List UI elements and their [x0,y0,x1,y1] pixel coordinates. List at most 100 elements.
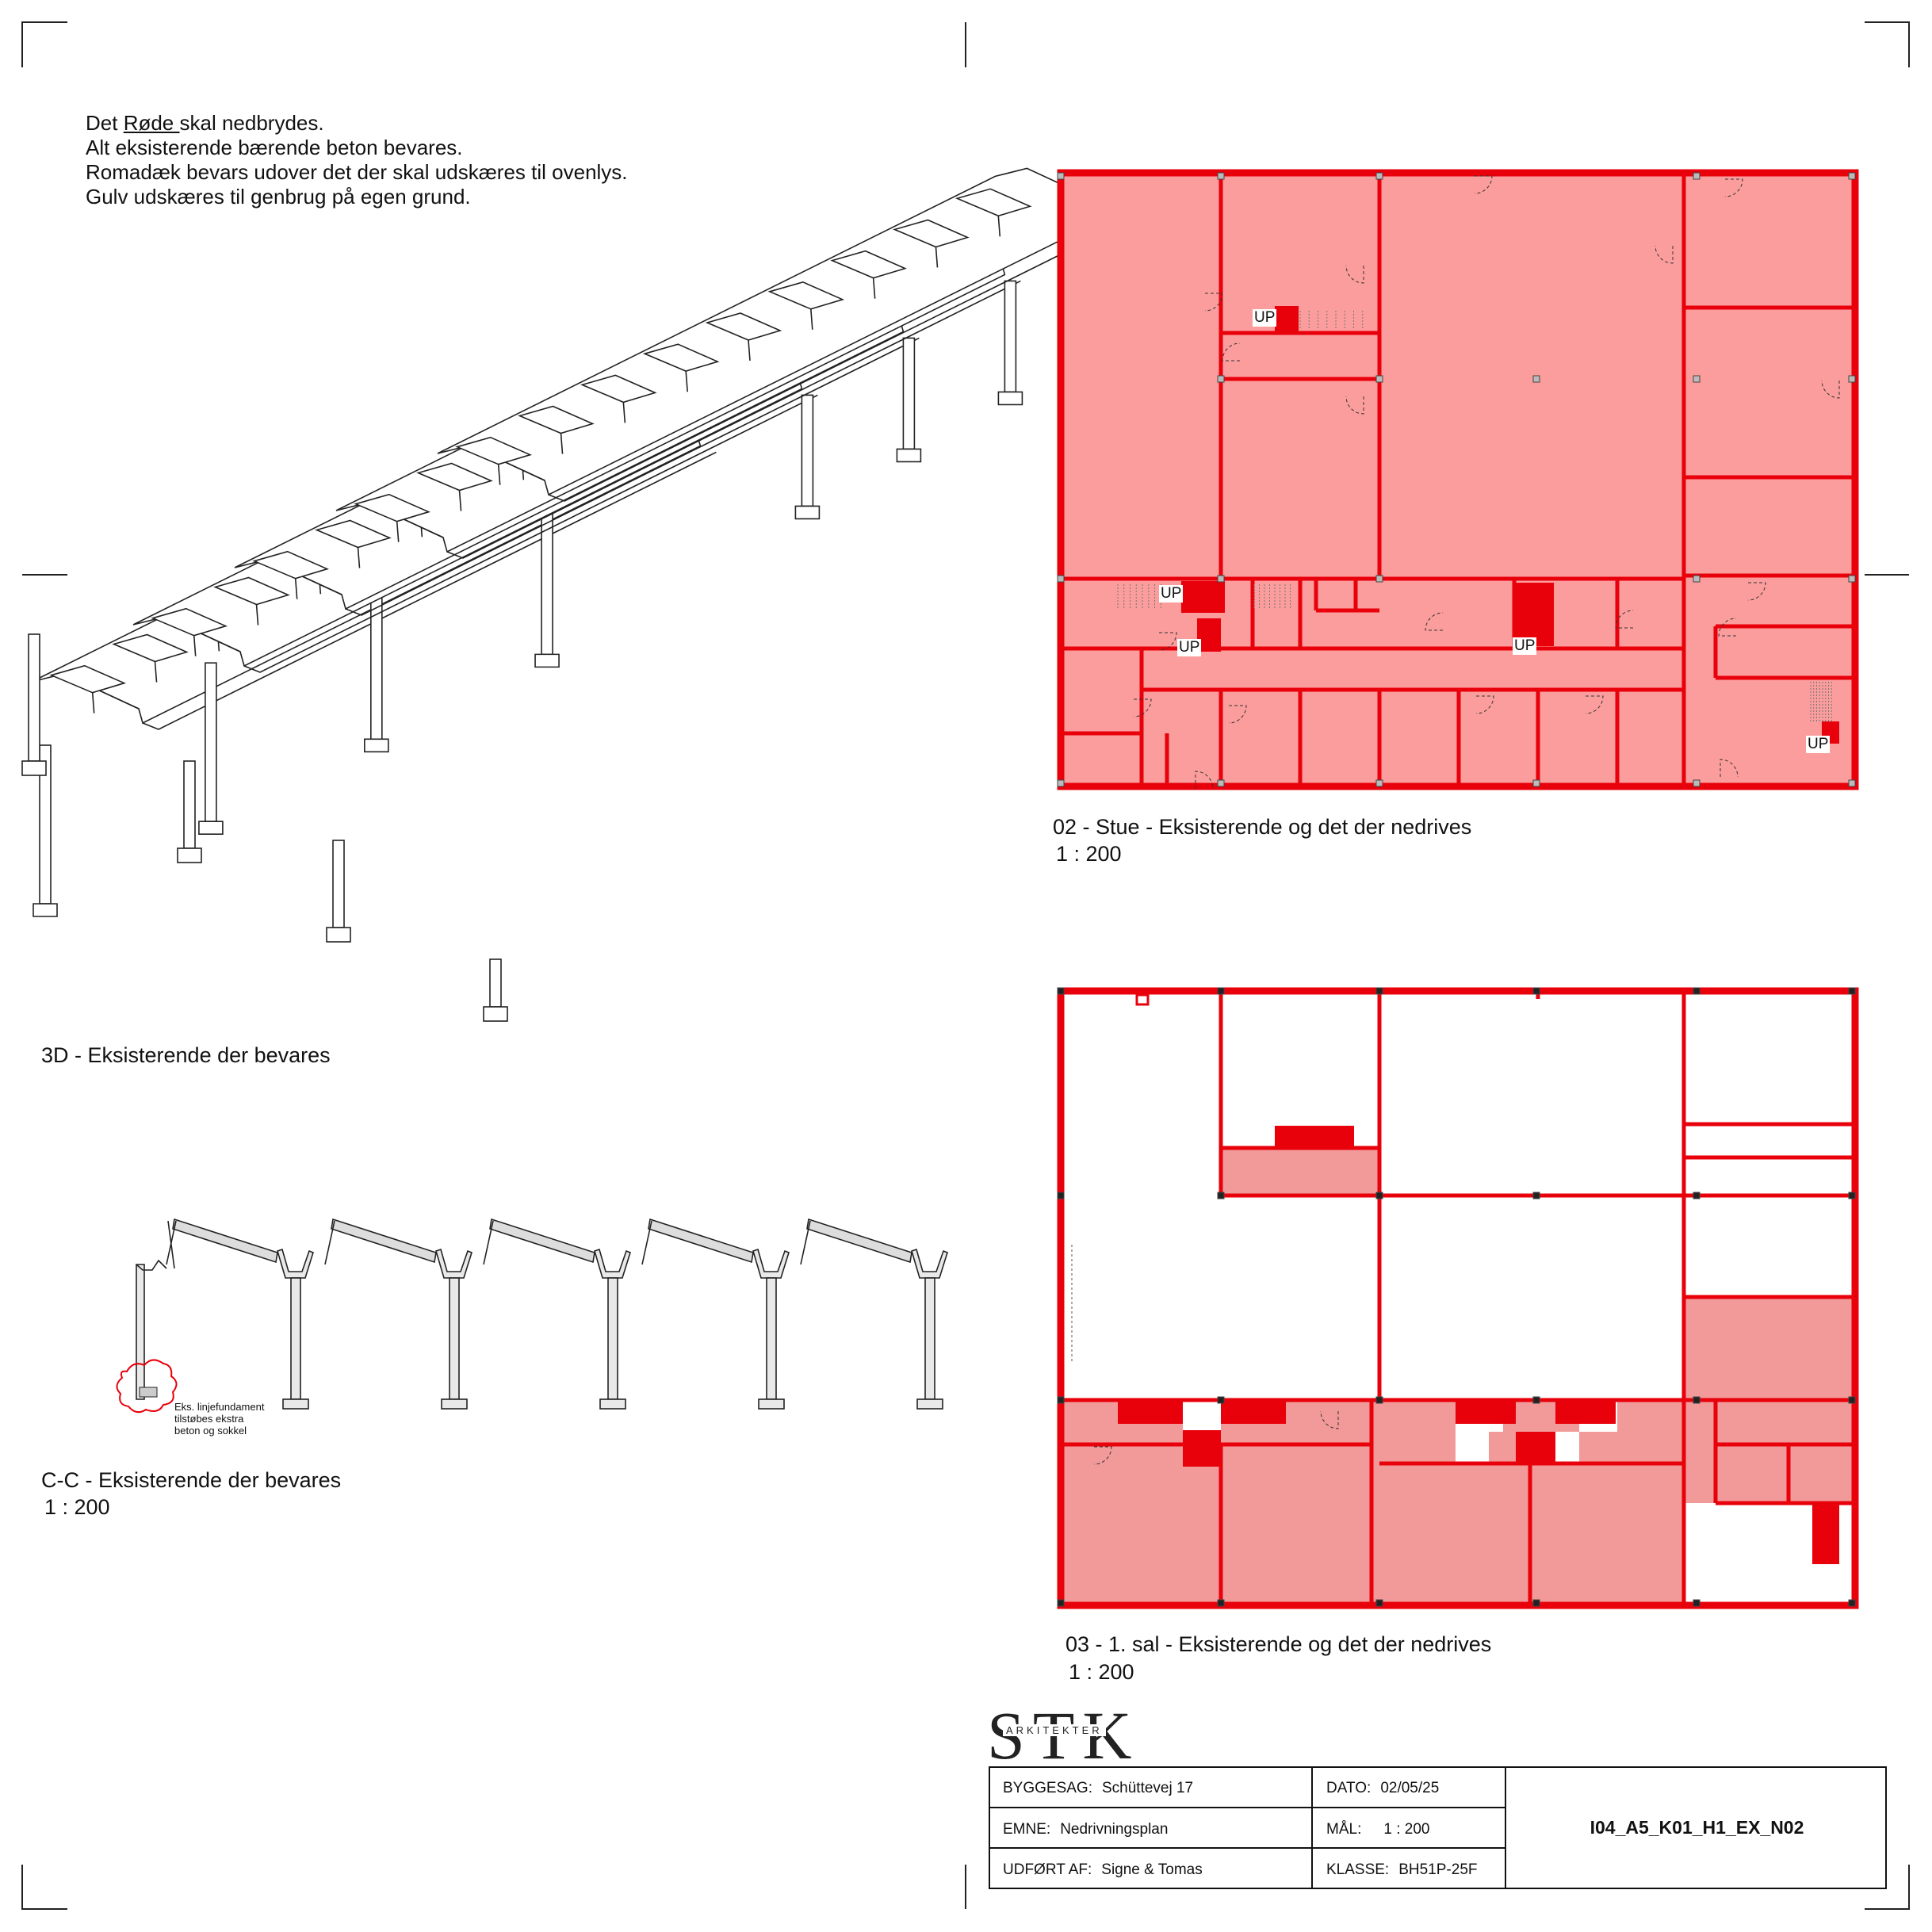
mullion [255,604,259,626]
skylight-panel [49,664,127,694]
general-notes: Det Røde skal nedbrydes. Alt eksisterend… [86,111,628,209]
column-marker [1217,1599,1225,1607]
view-3d-title: 3D - Eksisterende der bevares [41,1043,331,1067]
column-marker [1532,375,1540,383]
mullion [685,371,688,392]
column-marker [1848,987,1856,995]
mullion [458,490,462,511]
glazing-strut [641,1220,652,1265]
title-block: BYGGESAG:Schüttevej 17 EMNE:Nedrivningsp… [989,1766,1887,1889]
demolish-zone [1684,1297,1852,1400]
tb-dato: DATO:02/05/25 [1326,1780,1440,1796]
demolish-solid [1456,1400,1516,1424]
demolish-solid [1221,1400,1286,1424]
tb-udfoert: UDFØRT AF:Signe & Tomas [1003,1861,1203,1878]
column-marker [1848,1396,1856,1404]
stair-up-label: UP [1253,309,1277,327]
footing [599,1398,626,1410]
tb-byggesag: BYGGESAG:Schüttevej 17 [1003,1780,1194,1796]
stair-up-label: UP [1159,585,1184,603]
skylight-panel [354,493,431,522]
column-marker [1848,375,1856,383]
demolish-solid [1118,1400,1183,1424]
column-marker [1693,1599,1701,1607]
outer-gutter [136,1259,167,1271]
skylight-opening [1456,1432,1489,1463]
tb-maal: MÅL:1 : 200 [1326,1820,1430,1838]
column-marker [1217,1396,1225,1404]
hatch-marker [1135,993,1150,1006]
mullion [935,247,939,268]
skylight-panel [213,576,290,606]
demolish-solid [1516,1432,1555,1465]
column-marker [1532,779,1540,787]
column-marker [1217,375,1225,383]
skylight-panel [705,312,782,341]
stair-core [1275,306,1299,333]
skylight-panel [955,188,1032,217]
demolish-solid [1183,1430,1221,1467]
mullion [997,216,1001,237]
demolish-zone [1613,1400,1684,1463]
column-footing [483,1006,508,1022]
stair-core [1516,583,1554,646]
column-marker [1375,375,1383,383]
column-marker [1693,987,1701,995]
skylight-panel [893,219,970,248]
column-marker [1848,779,1856,787]
column-footing [534,653,560,668]
column-marker [1848,1599,1856,1607]
footing [916,1398,943,1410]
column-marker [1057,987,1065,995]
column-marker [1375,779,1383,787]
column-marker [1217,575,1225,583]
demolish-zone [1684,1400,1852,1503]
column-marker [1375,987,1383,995]
door-swing [1821,380,1840,399]
mullion [193,635,197,656]
demolish-floor-area [1061,173,1855,786]
column-marker [1375,575,1383,583]
door-swing [1474,175,1493,194]
door-swing [1133,698,1152,717]
column-marker [1057,779,1065,787]
plan-first-title: 03 - 1. sal - Eksisterende og det der ne… [1065,1632,1492,1656]
skylight-panel [455,436,533,465]
mullion [497,464,501,485]
column-marker [1375,172,1383,180]
glazing-strut [800,1220,811,1265]
skylight-panel [642,343,720,373]
column-marker [1057,172,1065,180]
mullion [872,277,876,299]
column-marker [1532,1599,1540,1607]
footing [758,1398,785,1410]
column-marker [1693,172,1701,180]
column-footing [794,505,821,520]
column-marker [1532,1396,1540,1404]
roof-slab [806,1218,912,1264]
column-footing [177,847,202,863]
column-marker [1375,1192,1383,1199]
column-marker [1532,987,1540,995]
plan2-group [1057,987,1859,1609]
note-line-2: Alt eksisterende bærende beton bevares. [86,136,463,159]
column-footing [21,760,47,776]
existing-foundation [139,1387,158,1398]
plan-ground-title: 02 - Stue - Eksisterende og det der nedr… [1053,815,1472,839]
footing [441,1398,468,1410]
column-footing [997,391,1023,406]
door-swing [1615,610,1634,629]
foundation-note: Eks. linjefundament tilstøbes ekstra bet… [174,1401,265,1437]
door-swing [1724,178,1743,197]
plan-first-scale: 1 : 200 [1069,1660,1134,1684]
demolish-solid [1812,1502,1839,1564]
stair-up-label: UP [1177,639,1202,656]
column-marker [1057,575,1065,583]
demolish-zone [1221,1148,1379,1196]
stk-logo: STK ARKITEKTER [987,1697,1153,1773]
column-marker [1375,1396,1383,1404]
door-swing [1195,771,1214,790]
door-swing [1093,1446,1112,1465]
